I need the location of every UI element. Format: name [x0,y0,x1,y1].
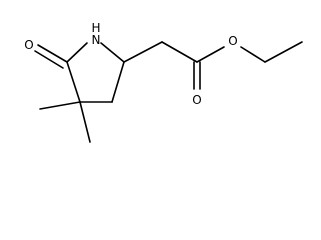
bond-c3-methyl-a [39,101,81,110]
bond-c5-c4 [111,61,125,103]
bond-c3-methyl-b [79,101,91,143]
bond-ch2-carbonyl-c [161,41,198,63]
atom-label-carbonyl-oxygen: O [192,93,201,107]
atom-label-ring-nitrogen-hydrogen: H [91,21,100,35]
chemical-structure-diagram: N H O O O [24,21,303,143]
bond-carbonyl-c-o [196,46,225,63]
bond-c2-n1 [66,42,88,63]
bond-n1-c5 [100,42,125,63]
atom-label-ester-oxygen: O [228,34,237,48]
bond-c3-c2 [66,61,81,103]
bond-ch2-ch3 [264,41,303,63]
atom-label-ring-nitrogen: N [92,33,101,47]
bond-c2-o-double-b [34,50,64,69]
bond-c5-ch2 [123,41,163,63]
bond-c2-o-double-a [37,44,68,63]
atom-label-lactam-oxygen: O [24,38,33,52]
bond-o-ch2 [240,46,266,63]
